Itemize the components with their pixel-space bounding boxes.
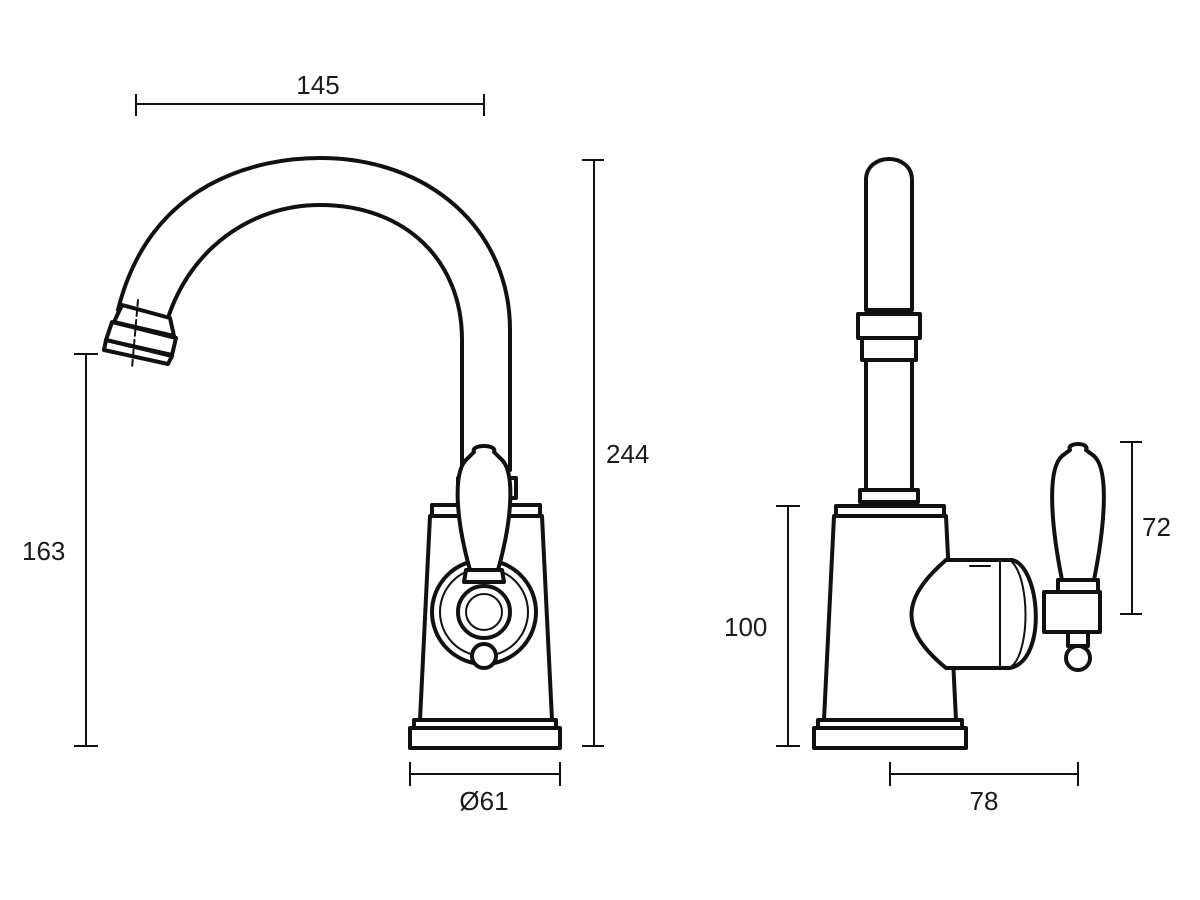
label-handle-projection: 78 bbox=[970, 786, 999, 816]
side-view bbox=[812, 157, 1106, 750]
dimension-handle-height: 72 bbox=[1120, 441, 1171, 615]
side-riser bbox=[856, 157, 922, 504]
dimension-body-height: 100 bbox=[724, 505, 800, 747]
side-lever-handle bbox=[1042, 442, 1106, 672]
dimension-base-diameter: Ø61 bbox=[409, 762, 561, 816]
dimension-spout-outlet-height: 163 bbox=[22, 353, 98, 747]
side-body bbox=[812, 504, 968, 750]
dimension-handle-projection: 78 bbox=[889, 762, 1079, 816]
label-body-height: 100 bbox=[724, 612, 767, 642]
front-lever-handle bbox=[455, 444, 513, 670]
label-spout-outlet-height: 163 bbox=[22, 536, 65, 566]
front-spout bbox=[102, 156, 512, 472]
dimension-spout-reach: 145 bbox=[135, 70, 485, 116]
label-spout-reach: 145 bbox=[296, 70, 339, 100]
dimension-overall-height: 244 bbox=[582, 159, 649, 747]
front-view bbox=[102, 156, 562, 750]
label-handle-height: 72 bbox=[1142, 512, 1171, 542]
label-overall-height: 244 bbox=[606, 439, 649, 469]
front-spout-nozzle bbox=[102, 299, 178, 369]
side-valve bbox=[909, 558, 1038, 670]
label-base-diameter: Ø61 bbox=[459, 786, 508, 816]
